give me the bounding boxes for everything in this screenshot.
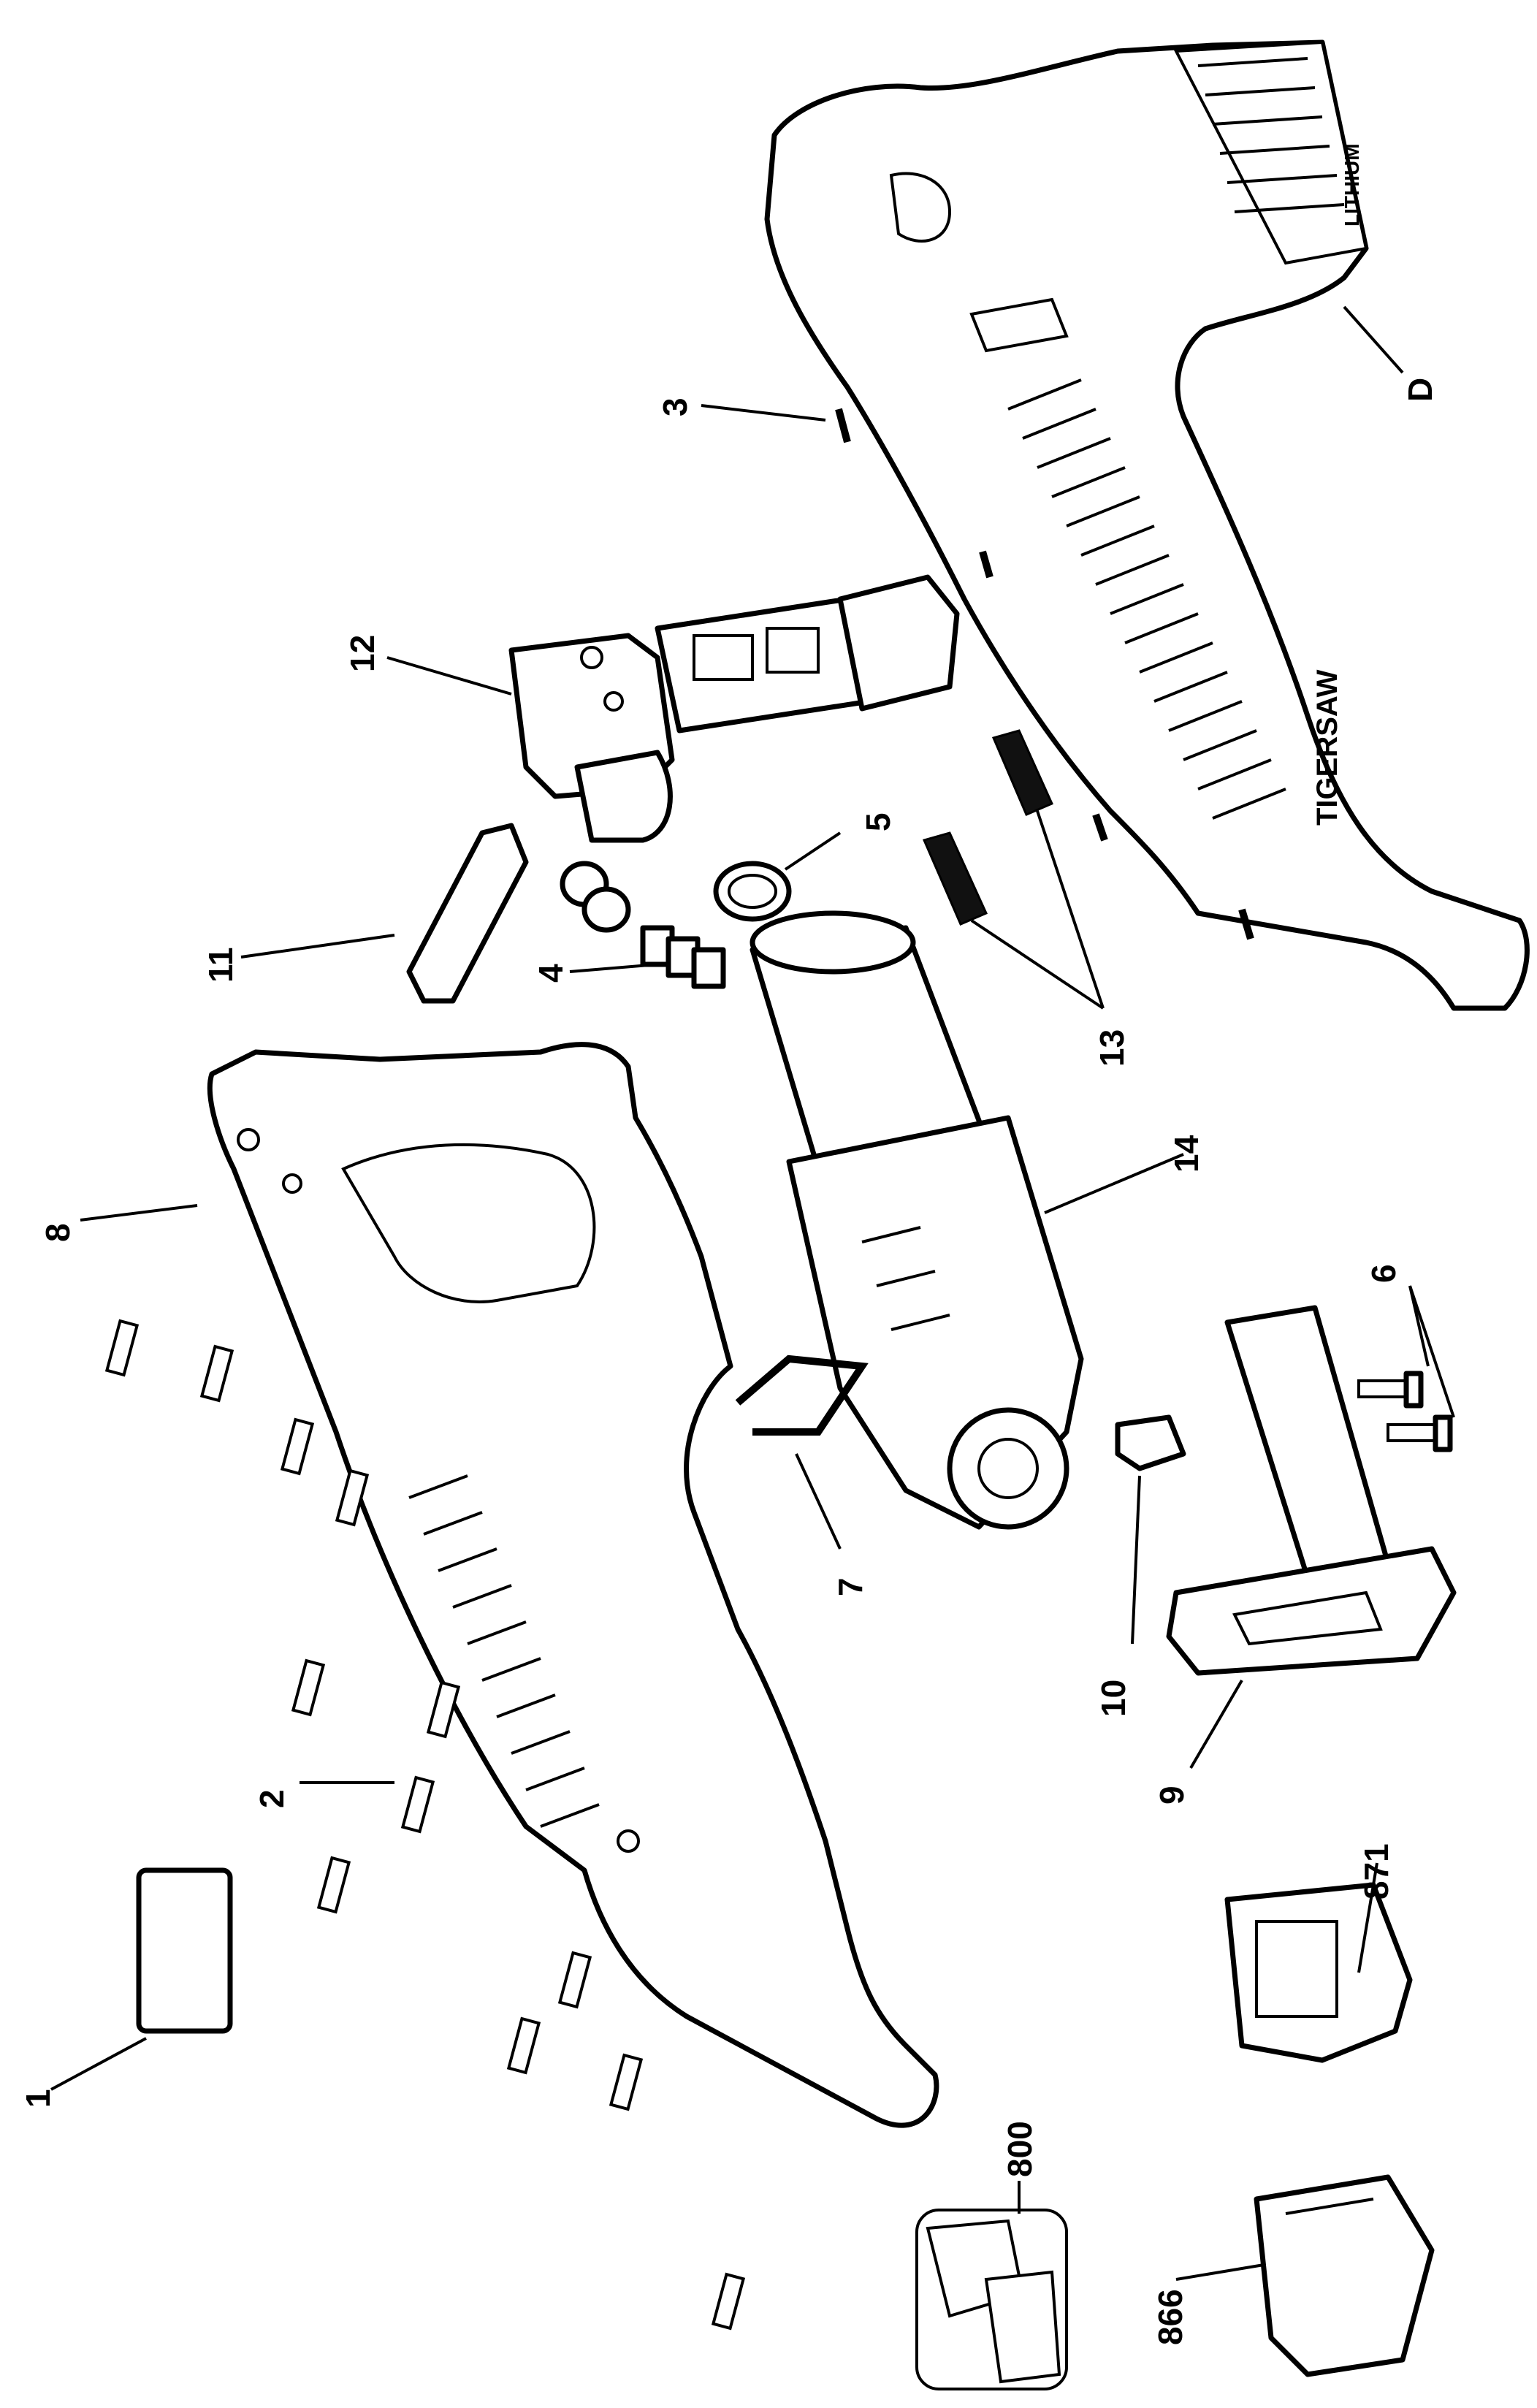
rubber-pad [406,823,529,1004]
springs [922,729,1053,926]
callout-10: 10 [1094,1680,1132,1717]
right-housing-half: TIGERSAW LITHIUM [764,39,1530,1011]
callout-3: 3 [656,397,694,416]
callout-11: 11 [202,947,240,983]
charger-kit-box [915,2209,1068,2390]
callout-12: 12 [343,635,381,672]
blade-clamp [735,1354,869,1436]
pivot-shoe [1166,1305,1457,1676]
warning-label [136,1867,233,2034]
housing-grip-ribs [1007,378,1286,820]
housing-brand-text: TIGERSAW [1311,669,1343,826]
housing-battery-text: LITHIUM [1340,143,1363,226]
left-housing-ribs [408,1474,600,1828]
callout-13: 13 [1093,1029,1131,1067]
callout-6: 6 [1365,1264,1403,1283]
callout-7: 7 [831,1577,869,1596]
bearings [560,861,726,989]
housing-screws [104,1319,746,2331]
blade-block [1115,1414,1186,1471]
left-housing-half [207,1042,939,2128]
battery-pack [1254,2174,1435,2377]
callout-866: 866 [1151,2289,1189,2345]
callouts: 1 2 3 4 5 6 7 8 9 10 11 12 13 14 D 800 [19,305,1455,2345]
callout-1: 1 [19,2089,57,2108]
ring-inner [728,874,777,909]
battery-latch-ribs [1197,57,1345,213]
motor-gearbox-assembly [750,910,1084,1530]
callout-5: 5 [859,812,897,831]
callout-800: 800 [1001,2121,1039,2177]
callout-8: 8 [39,1223,77,1242]
callout-9: 9 [1153,1786,1191,1805]
shoe-screws [1357,1371,1453,1452]
callout-4: 4 [532,964,570,983]
switch-assembly [508,574,960,843]
pins [835,408,1254,940]
callout-2: 2 [253,1789,291,1808]
callout-14: 14 [1167,1135,1205,1173]
battery-adapter [1224,1882,1413,2063]
callout-D: D [1401,378,1439,402]
